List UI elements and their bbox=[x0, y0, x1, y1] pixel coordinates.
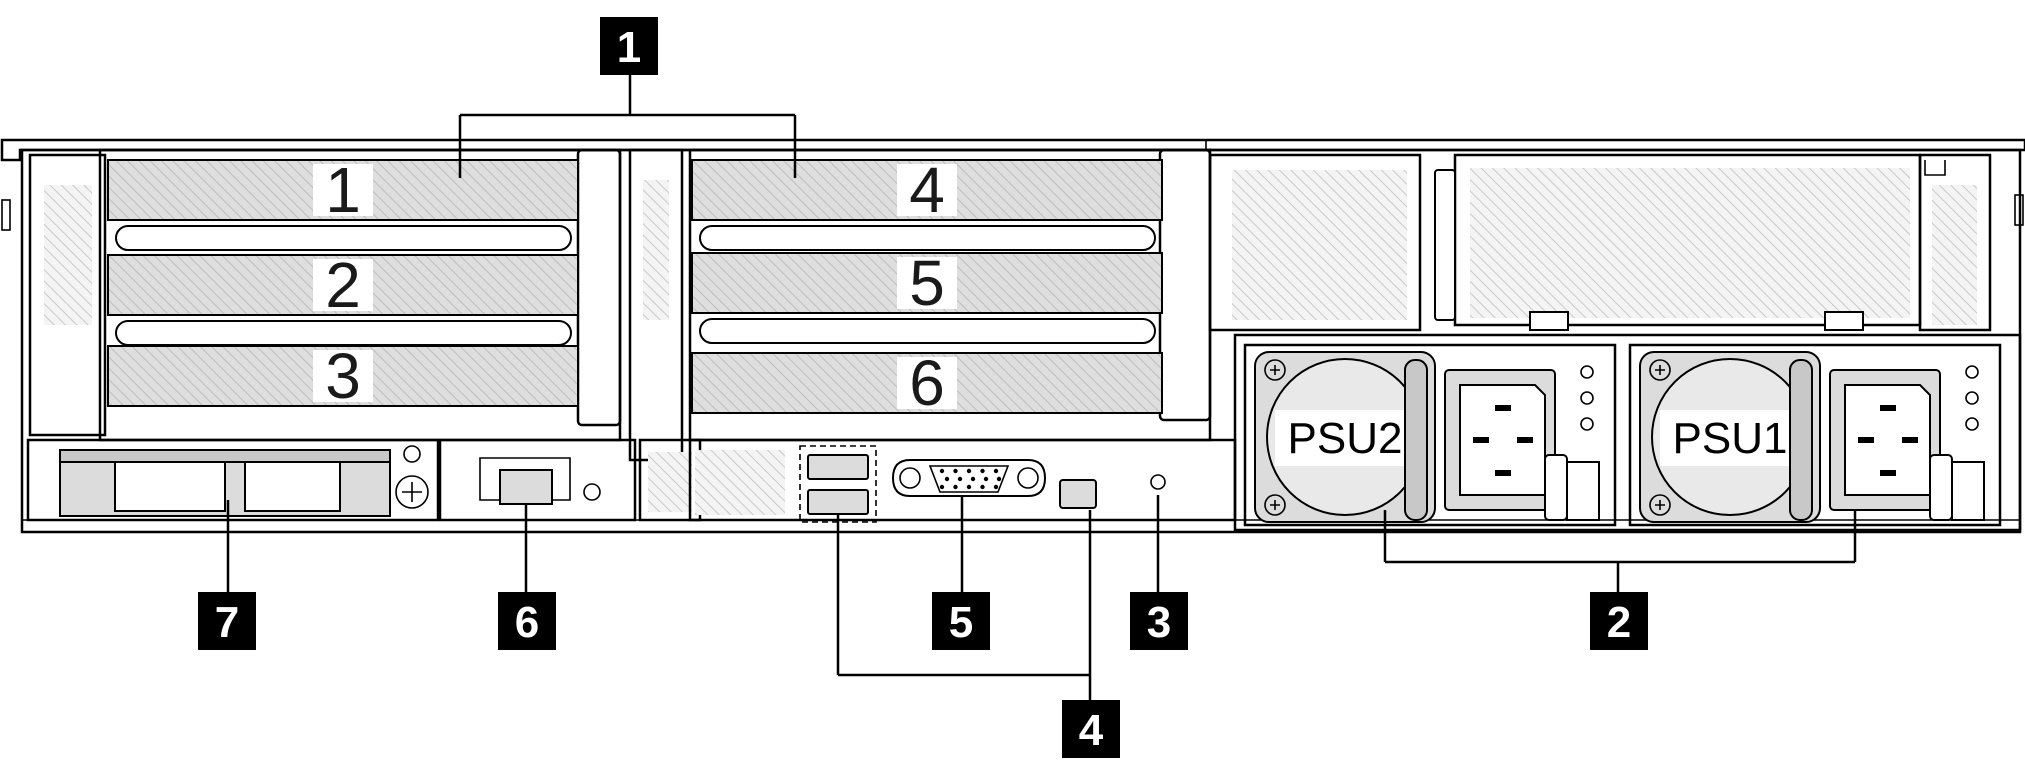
left-filler-panel bbox=[28, 153, 107, 437]
pcie-slot-4: 4 bbox=[691, 154, 1163, 251]
callout-7-label: 7 bbox=[215, 598, 239, 647]
pcie-slot-1-label: 1 bbox=[325, 154, 361, 226]
pcie-slot-5-label: 5 bbox=[909, 247, 945, 319]
callout-5-label: 5 bbox=[949, 598, 973, 647]
callout-6: 6 bbox=[498, 592, 556, 650]
callout-4-label: 4 bbox=[1079, 706, 1104, 755]
psu-1: PSU1 bbox=[1628, 343, 2002, 527]
psu-2-label: PSU2 bbox=[1288, 414, 1403, 463]
pcie-slot-4-label: 4 bbox=[909, 154, 945, 226]
pcie-slot-2: 2 bbox=[107, 249, 579, 346]
callout-1-label: 1 bbox=[617, 23, 641, 72]
ocp-module bbox=[26, 438, 440, 522]
pcie-slot-1: 1 bbox=[107, 154, 579, 251]
pcie-slot-3: 3 bbox=[107, 340, 579, 412]
callout-3: 3 bbox=[1130, 592, 1188, 650]
callout-5: 5 bbox=[932, 592, 990, 650]
pcie-slot-6: 6 bbox=[691, 347, 1163, 419]
vga-port bbox=[891, 459, 1047, 497]
callout-7: 7 bbox=[198, 592, 256, 650]
id-button bbox=[1150, 474, 1166, 490]
pcie-slot-6-label: 6 bbox=[909, 347, 945, 419]
power-supplies: PSU2 PSU1 bbox=[1243, 343, 2002, 527]
psu-2: PSU2 bbox=[1243, 343, 1617, 527]
pcie-slot-5: 5 bbox=[691, 247, 1163, 344]
psu-bay bbox=[1233, 333, 2022, 532]
callout-lines bbox=[226, 75, 1857, 700]
management-module bbox=[403, 438, 637, 522]
callout-2: 2 bbox=[1590, 592, 1648, 650]
callout-3-label: 3 bbox=[1147, 598, 1171, 647]
right-upper-bay bbox=[1208, 153, 1992, 332]
callout-markers: 1 2 3 4 5 6 7 bbox=[198, 17, 1648, 758]
pcie-slot-2-label: 2 bbox=[325, 249, 361, 321]
callout-4: 4 bbox=[1062, 700, 1120, 758]
callout-1: 1 bbox=[600, 17, 658, 75]
callout-6-label: 6 bbox=[515, 598, 539, 647]
pcie-slot-3-label: 3 bbox=[325, 340, 361, 412]
psu-1-label: PSU1 bbox=[1673, 414, 1788, 463]
pcie-slots: 1 2 3 4 5 6 bbox=[107, 154, 1163, 419]
callout-2-label: 2 bbox=[1607, 598, 1631, 647]
center-filler bbox=[628, 148, 684, 462]
io-panel bbox=[638, 438, 1237, 523]
